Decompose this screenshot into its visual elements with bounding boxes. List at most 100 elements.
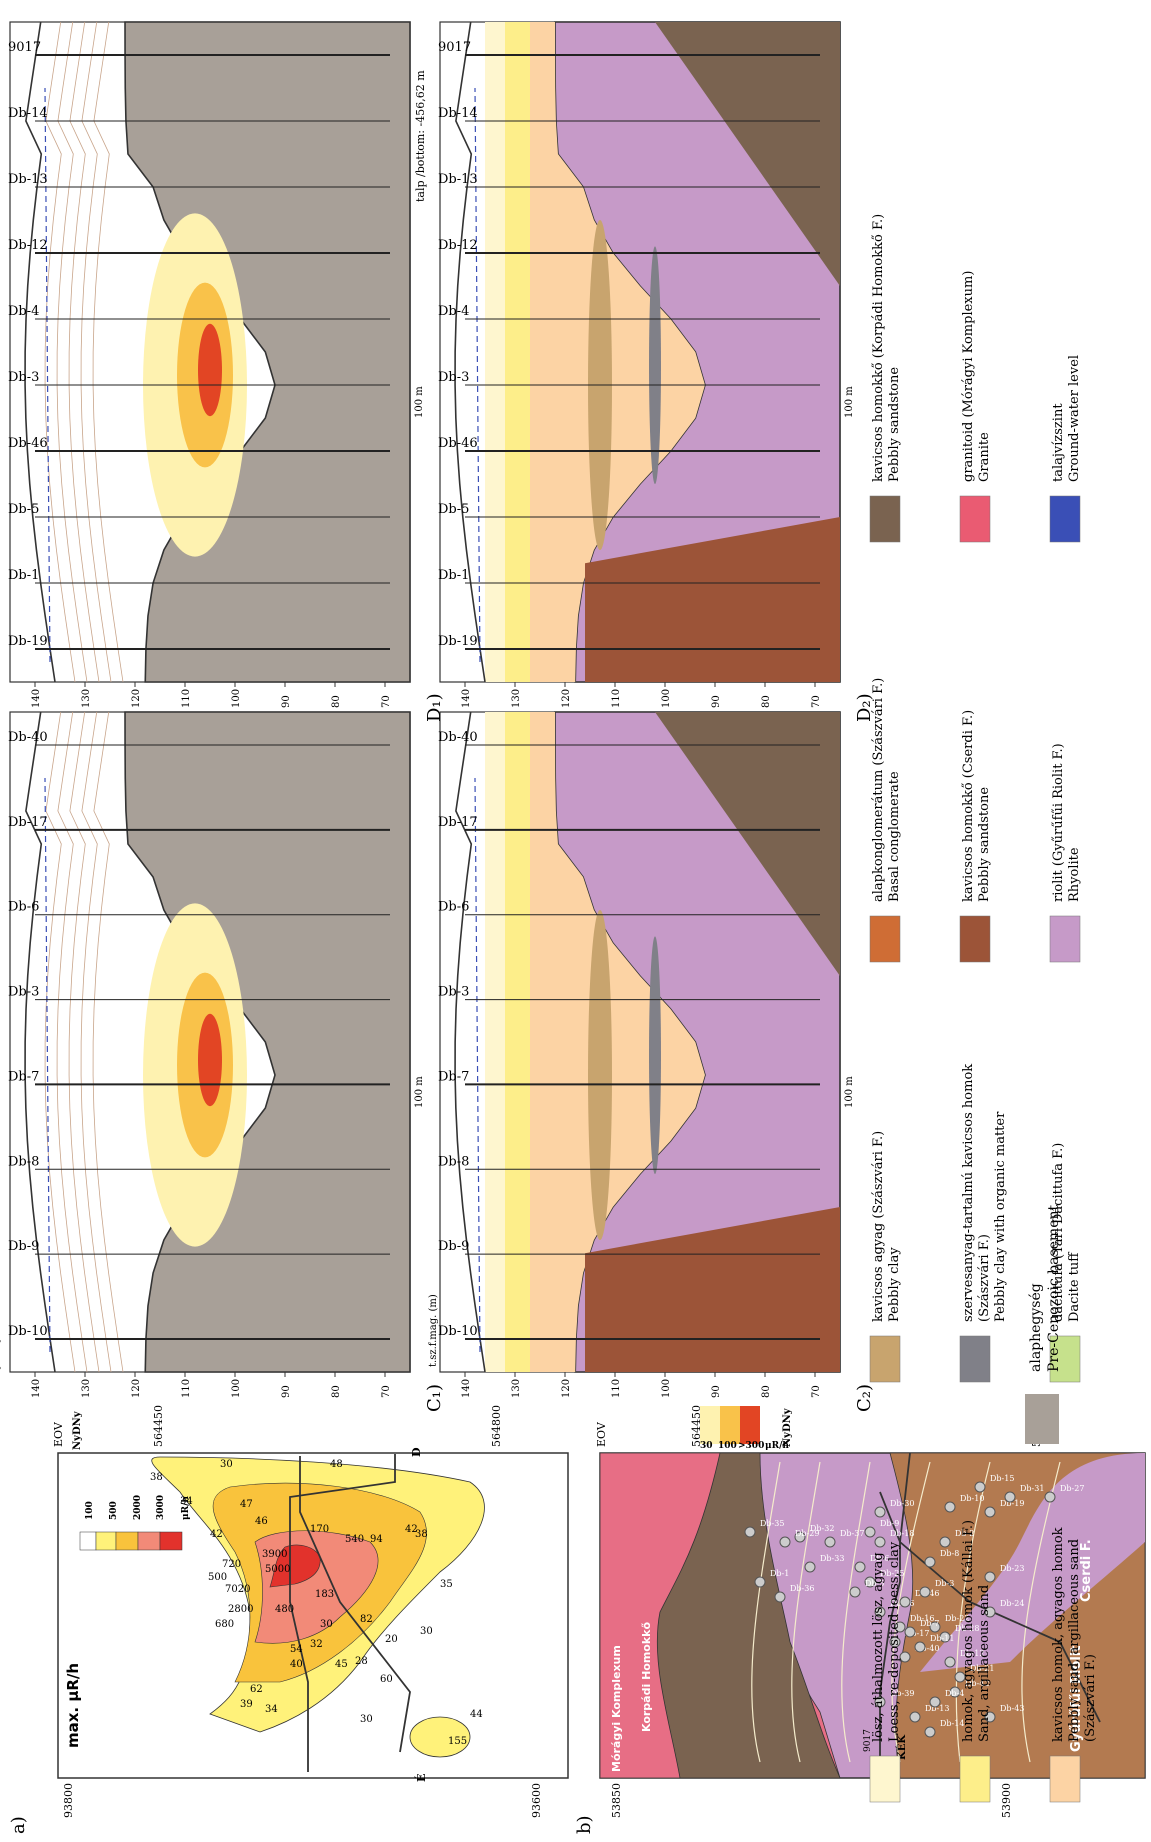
borehole-marker [914, 1641, 926, 1653]
dose-tick-3000: 3000 [156, 1495, 166, 1520]
borehole-label: Db-39 [890, 1689, 914, 1698]
legend-label-en2: (Szászvári F.) [1083, 1654, 1098, 1742]
surface-line [454, 711, 486, 1373]
dose-value: 183 [315, 1589, 334, 1600]
contour-line [80, 711, 112, 1373]
borehole-marker [864, 1576, 876, 1588]
borehole-label: Db-3 [935, 1579, 954, 1588]
borehole-marker [909, 1711, 921, 1723]
borehole-label: Db-21 [970, 1664, 994, 1673]
ytick-label: 110 [611, 1379, 622, 1398]
borehole-label: Db-30 [890, 1499, 914, 1508]
dose-value: 2800 [228, 1604, 253, 1615]
legend-swatch [959, 915, 991, 963]
borehole-label: Db-37 [840, 1529, 864, 1538]
rhyolite-patch [920, 1453, 1145, 1672]
legend-swatch [1049, 495, 1081, 543]
legend-label-en: Pebbly sandstone [977, 787, 992, 902]
borehole-marker [984, 1711, 996, 1723]
legend-label-en: Ground-water level [1067, 355, 1082, 482]
legend-label-en: Pebbly clay [887, 1247, 902, 1322]
borehole-label: Db-19 [438, 634, 478, 649]
dose-value: 60 [380, 1674, 393, 1685]
contour-line [80, 21, 112, 683]
borehole-marker [899, 1596, 911, 1608]
ytick-label: 90 [711, 1385, 722, 1398]
borehole-marker [944, 1656, 956, 1668]
dose-value: 62 [250, 1684, 263, 1695]
borehole-label: Db-19 [1000, 1499, 1024, 1508]
borehole-marker [944, 1501, 956, 1513]
borehole-label: Db-12 [8, 238, 48, 253]
section-dose-unit: μR/h [765, 1441, 789, 1451]
direction-right-en: N [0, 42, 1, 53]
scale-label: 100 m [844, 386, 855, 418]
borehole-label: Db-2 [955, 1529, 974, 1538]
borehole-label: Db-3 [438, 370, 469, 385]
borehole-label: Db-10 [8, 1324, 48, 1339]
label-moragyi: Mórágyi Komplexum [610, 1645, 623, 1772]
panel-b: b) Db-43Db-14Db-42Db-12Db-13Db-4Db-40Db-… [574, 1405, 1146, 1834]
borehole-label: Db-40 [438, 730, 478, 745]
panel-b-boreholes: Db-43Db-14Db-42Db-12Db-13Db-4Db-40Db-28D… [744, 1474, 1084, 1738]
section-line-b-2 [879, 1491, 1101, 1723]
borehole-marker [929, 1696, 941, 1708]
ytick-label: 120 [561, 1379, 572, 1398]
borehole-label: Db-40 [915, 1644, 939, 1653]
borehole-label: Db-17 [8, 815, 48, 830]
dose-value: 30 [420, 1626, 433, 1637]
ytick-label: 80 [331, 695, 342, 708]
borehole-label: Db-18 [890, 1529, 914, 1538]
legend-label-hu: dácittufa (Tari Dácittufa F.) [1051, 1143, 1066, 1322]
layer-organic [649, 246, 661, 484]
borehole-marker [984, 1506, 996, 1518]
panel-b-lon-left: 564450 [690, 1405, 703, 1447]
borehole-marker [924, 1726, 936, 1738]
dose-zone-north [409, 1716, 471, 1758]
legend-label-hu: kavicsos homokkő (Korpádi Homokkő F.) [871, 214, 886, 482]
ytick-label: 100 [231, 1379, 242, 1398]
borehole-marker [874, 1506, 886, 1518]
dose-zone-300 [198, 323, 222, 417]
borehole-marker [949, 1686, 961, 1698]
borehole-label: Db-46 [8, 436, 48, 451]
panel-a-dose-values: 1554430602862544032303439680280070207205… [150, 1459, 483, 1747]
dose-value: 7020 [225, 1584, 250, 1595]
borehole-label: Db-14 [8, 106, 48, 121]
legend-swatch [869, 1335, 901, 1383]
dose-value: 5000 [265, 1564, 290, 1575]
borehole-label: Db-12 [438, 238, 478, 253]
borehole-label: Db-9 [438, 1239, 469, 1254]
borehole-label: Db-1 [8, 568, 39, 583]
legend-label-hu: riolit (Gyűrűfűi Riolit F.) [1051, 743, 1066, 902]
panel-a-dose-legend: 100 500 2000 3000 μR/h [79, 1495, 191, 1551]
layer-cserdi [585, 1207, 840, 1372]
borehole-marker [924, 1556, 936, 1568]
contour-line [68, 711, 100, 1373]
section-dose-100: 100 [718, 1441, 737, 1451]
borehole-label: Db-14 [438, 106, 478, 121]
borehole-label: Db-32 [810, 1524, 834, 1533]
borehole-label: Db-7 [8, 1069, 39, 1084]
section-dose-legend: 30 100 >300 μR/h [700, 1406, 789, 1451]
dose-value: 48 [330, 1459, 343, 1470]
ytick-label: 80 [331, 1385, 342, 1398]
borehole-label: Db-17 [905, 1629, 929, 1638]
section-line-c [289, 1454, 396, 1772]
dose-value: 35 [440, 1579, 453, 1590]
borehole-label: Db-40 [8, 730, 48, 745]
borehole-label: Db-42 [965, 1679, 989, 1688]
dose-value: 42 [210, 1529, 223, 1540]
borehole-label: Db-19 [8, 634, 48, 649]
borehole-marker [919, 1586, 931, 1598]
scale-label: 100 m [844, 1076, 855, 1108]
borehole-marker [939, 1536, 951, 1548]
ytick-label: 110 [181, 1379, 192, 1398]
basement-en: Pre-Cenozoic basement [1046, 1205, 1062, 1372]
layer-korpadi [655, 22, 840, 286]
borehole-label: Db-35 [760, 1519, 784, 1528]
panel-b-marker: 9017 [863, 1729, 873, 1752]
